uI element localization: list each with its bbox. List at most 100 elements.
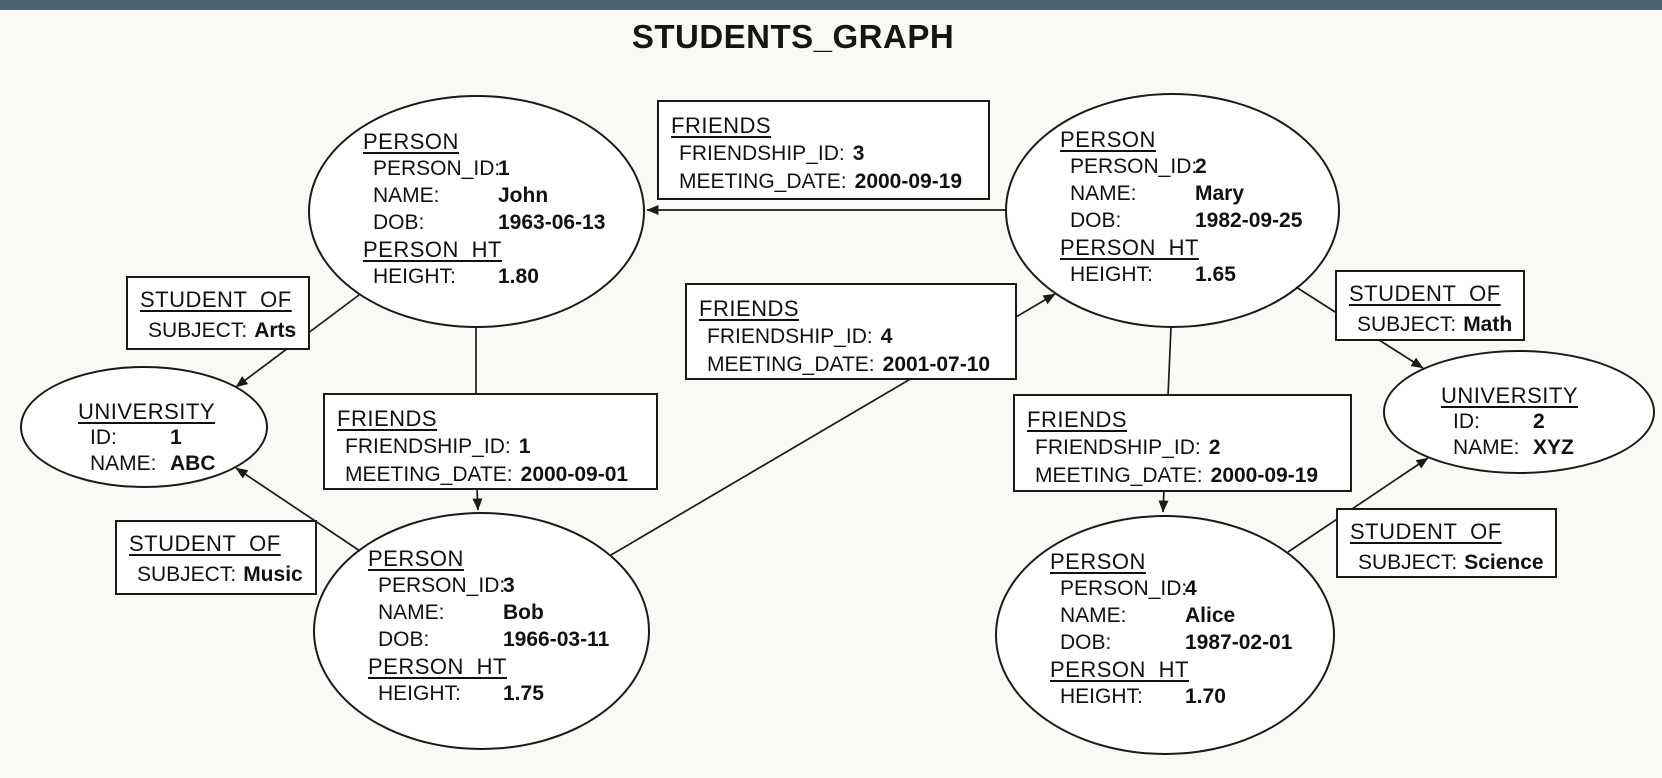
university-name-row: NAME:ABC [90,451,266,477]
person-card: PERSON PERSON_ID:1 NAME: John DOB: 1963-06… [310,97,643,290]
person-title: PERSON [1060,127,1156,152]
box-studentof-science[interactable]: STUDENT_OF SUBJECT: Science [1336,508,1557,578]
node-person-john[interactable]: PERSON PERSON_ID:1 NAME: John DOB: 1963-06… [308,95,645,328]
node-university-1[interactable]: UNIVERSITY ID: 1 NAME:ABC [20,366,268,488]
friendship-id-value: 2 [1208,436,1221,459]
friendship-id-label: FRIENDSHIP_ID: [707,325,873,348]
university-id-label: ID: [1453,410,1480,433]
subject-value: Science [1464,551,1544,574]
person-name-value: Alice [1185,604,1236,627]
friends-title: FRIENDS [1027,407,1128,432]
person-name-row: NAME: John [373,182,643,209]
person-id-row: PERSON_ID:2 [1070,153,1338,180]
person-name-label: NAME: [373,184,440,207]
box-friends-4[interactable]: FRIENDS FRIENDSHIP_ID:4 MEETING_DATE:200… [685,283,1017,380]
friendship-id-row: FRIENDSHIP_ID:4 [707,323,1015,351]
person-name-value: John [498,184,549,207]
person-dob-row: DOB:1966-03-11 [378,626,648,653]
person-id-label: PERSON_ID: [378,574,506,597]
box-friends-1[interactable]: FRIENDS FRIENDSHIP_ID:1 MEETING_DATE:200… [323,393,658,490]
box-friends-2[interactable]: FRIENDS FRIENDSHIP_ID:2 MEETING_DATE:200… [1013,394,1352,492]
person-name-row: NAME: Bob [378,599,648,626]
meeting-date-value: 2000-09-01 [520,463,629,486]
friends-title: FRIENDS [699,296,800,321]
subject-label: SUBJECT: [137,563,237,586]
meeting-date-row: MEETING_DATE: 2000-09-01 [345,461,656,489]
university-name-value: XYZ [1533,436,1574,459]
box-studentof-math[interactable]: STUDENT_OF SUBJECT:Math [1335,270,1525,341]
studentof-title: STUDENT_OF [140,287,292,312]
person-dob-value: 1963-06-13 [498,211,606,234]
person-id-label: PERSON_ID: [373,157,501,180]
university-card: UNIVERSITY ID: 2 NAME: XYZ [1385,352,1653,461]
subject-row: SUBJECT:Math [1357,309,1523,340]
university-id-label: ID: [90,426,117,449]
friendship-id-value: 1 [518,435,531,458]
meeting-date-label: MEETING_DATE: [345,463,513,486]
studentof-title: STUDENT_OF [1350,519,1502,544]
person-dob-value: 1982-09-25 [1195,209,1303,232]
person-dob-label: DOB: [1060,631,1112,654]
person-dob-row: DOB: 1963-06-13 [373,209,643,236]
person-name-value: Bob [503,601,544,624]
person-title: PERSON [363,129,459,154]
person-card: PERSON PERSON_ID:4 NAME:Alice DOB:1987-0… [997,517,1333,710]
university-id-value: 1 [170,426,182,449]
box-studentof-music[interactable]: STUDENT_OF SUBJECT: Music [115,520,317,595]
studentof-title: STUDENT_OF [1349,281,1501,306]
university-id-value: 2 [1533,410,1545,433]
university-id-row: ID: 2 [1453,409,1653,435]
person-dob-label: DOB: [1070,209,1122,232]
person-id-value: 4 [1185,577,1197,600]
person-dob-value: 1987-02-01 [1185,631,1293,654]
friendship-id-label: FRIENDSHIP_ID: [345,435,511,458]
node-person-alice[interactable]: PERSON PERSON_ID:4 NAME:Alice DOB:1987-0… [995,515,1335,755]
studentof-title: STUDENT_OF [129,531,281,556]
friendship-id-row: FRIENDSHIP_ID: 2 [1035,434,1350,462]
subject-row: SUBJECT: Science [1358,547,1555,578]
person-id-value: 2 [1195,155,1207,178]
node-person-bob[interactable]: PERSON PERSON_ID:3 NAME:Bob DOB:1966-03-… [313,512,650,750]
person-name-label: NAME: [378,601,445,624]
box-studentof-arts[interactable]: STUDENT_OF SUBJECT:Arts [126,276,310,350]
meeting-date-label: MEETING_DATE: [707,353,875,376]
person-id-value: 3 [503,574,515,597]
meeting-date-row: MEETING_DATE:2001-07-10 [707,351,1015,379]
subject-value: Music [243,563,303,586]
person-title: PERSON [1050,549,1146,574]
person-height-row: HEIGHT:1.70 [1060,683,1333,710]
page-title: STUDENTS_GRAPH [631,18,955,55]
person-dob-value: 1966-03-11 [503,628,610,651]
person-height-label: HEIGHT: [378,682,461,705]
friendship-id-row: FRIENDSHIP_ID:3 [679,140,988,168]
friends-title: FRIENDS [671,113,772,138]
person-dob-label: DOB: [373,211,425,234]
person-id-row: PERSON_ID:3 [378,572,648,599]
university-name-label: NAME: [1453,436,1520,459]
person-id-value: 1 [498,157,510,180]
node-person-mary[interactable]: PERSON PERSON_ID:2 NAME:Mary DOB:1982-09… [1005,93,1340,328]
meeting-date-label: MEETING_DATE: [679,170,847,193]
university-title: UNIVERSITY [1441,383,1579,408]
person-id-row: PERSON_ID:4 [1060,575,1333,602]
person-id-row: PERSON_ID:1 [373,155,643,182]
person-height-row: HEIGHT:1.80 [373,263,643,290]
person-height-value: 1.65 [1195,263,1236,286]
person-ht-title: PERSON_HT [1050,657,1189,682]
friendship-id-label: FRIENDSHIP_ID: [679,142,845,165]
edge-friends1-to-bob [472,488,483,511]
friendship-id-label: FRIENDSHIP_ID: [1035,436,1201,459]
university-name-label: NAME: [90,452,157,475]
university-title: UNIVERSITY [78,399,216,424]
meeting-date-value: 2000-09-19 [854,170,963,193]
person-dob-row: DOB: 1982-09-25 [1070,207,1338,234]
friendship-id-row: FRIENDSHIP_ID: 1 [345,433,656,461]
person-height-row: HEIGHT:1.75 [378,680,648,707]
subject-label: SUBJECT: [1358,551,1458,574]
university-id-row: ID: 1 [90,425,266,451]
box-friends-3[interactable]: FRIENDS FRIENDSHIP_ID:3 MEETING_DATE: 200… [657,100,990,200]
person-card: PERSON PERSON_ID:2 NAME:Mary DOB:1982-09… [1007,95,1338,288]
person-id-label: PERSON_ID: [1070,155,1198,178]
node-university-2[interactable]: UNIVERSITY ID: 2 NAME: XYZ [1383,350,1655,474]
